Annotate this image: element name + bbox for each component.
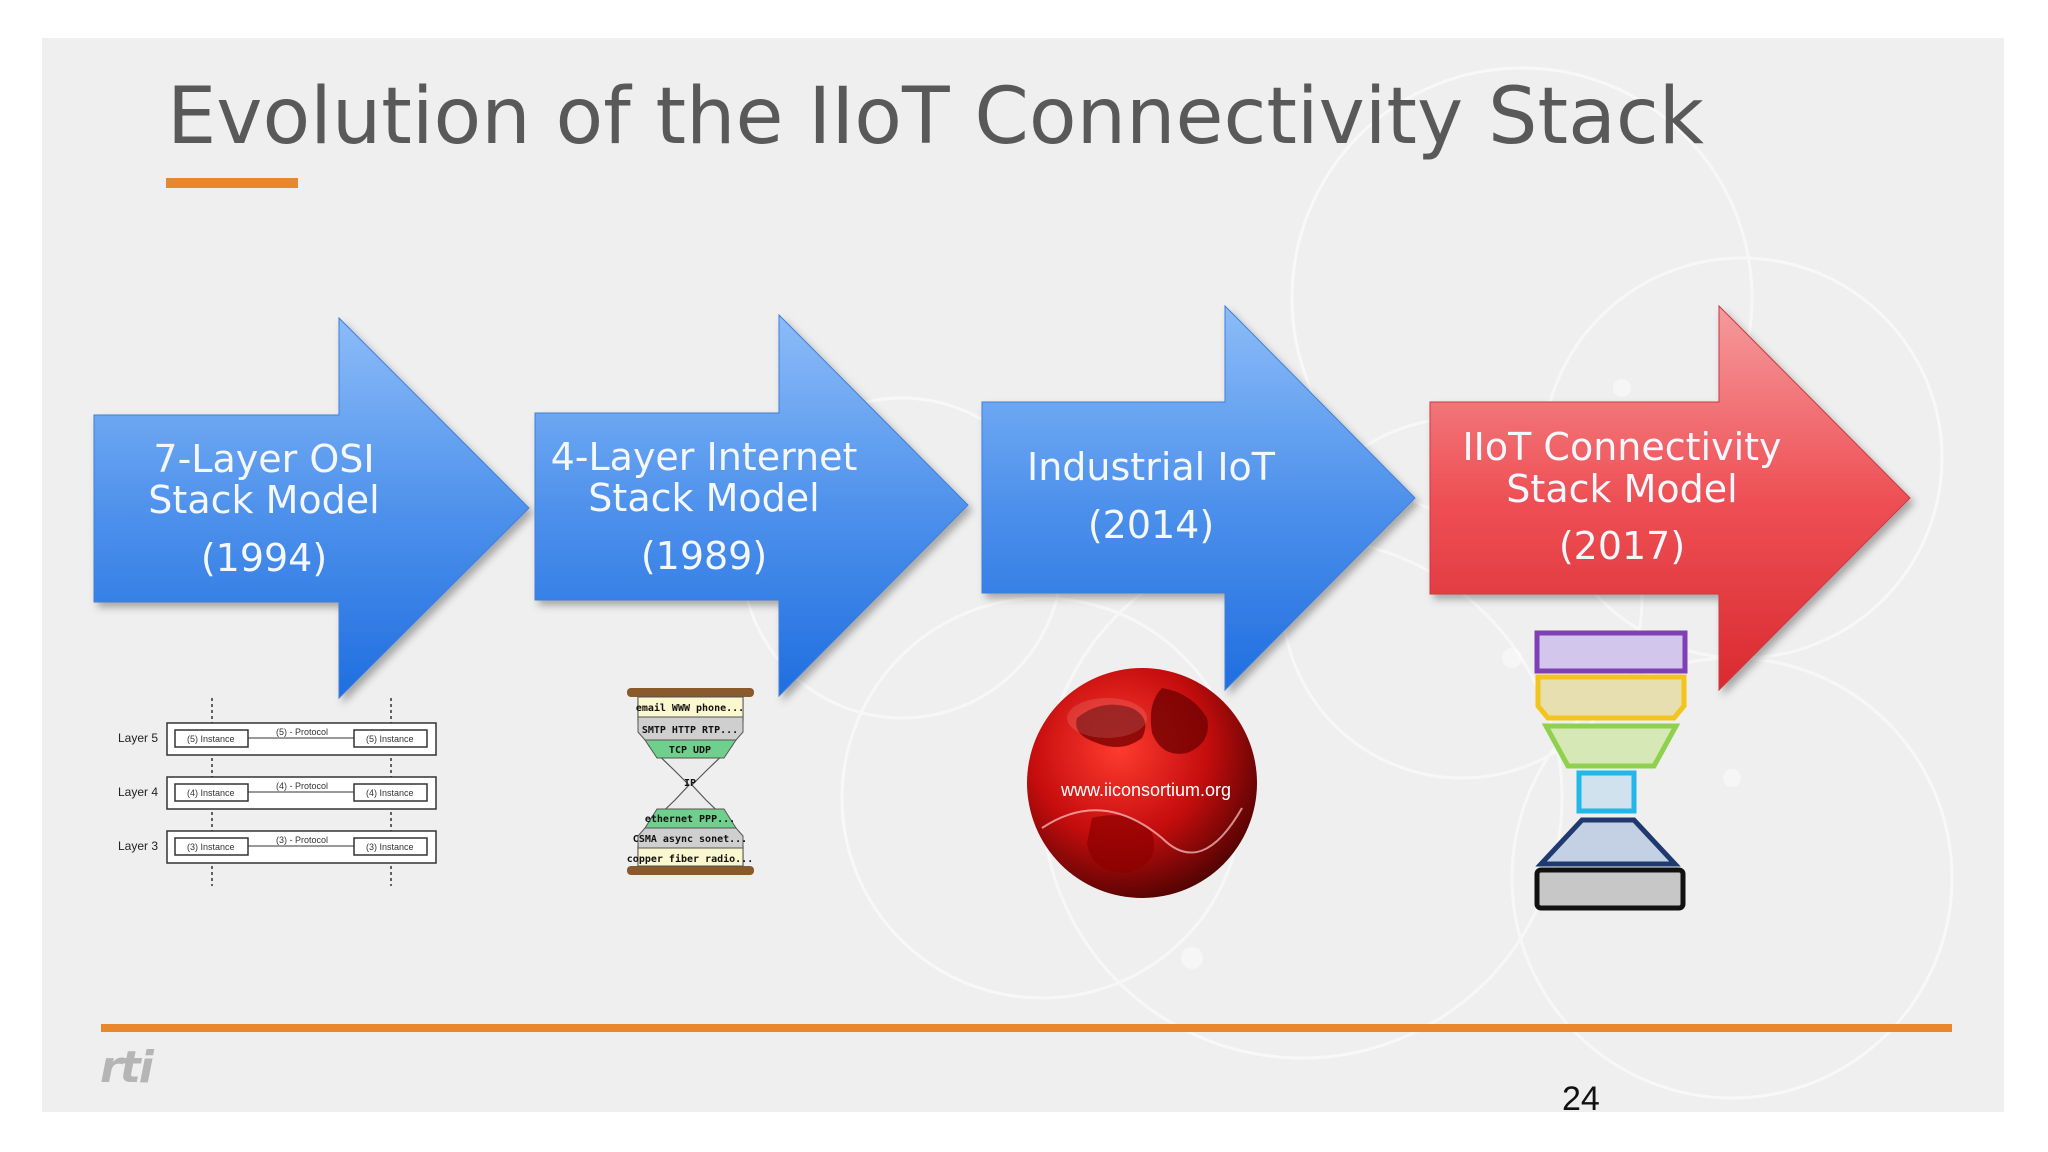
osi-layer-diagram: Layer 5 (5) Instance (5) - Protocol (5) …	[118, 698, 437, 886]
arrow-osi-line2: Stack Model	[148, 478, 379, 522]
osi-layer-label: Layer 4	[118, 785, 158, 799]
arrow-industrial-iot-line1: Industrial IoT	[1027, 445, 1276, 489]
arrow-internet	[534, 313, 969, 698]
osi-instance-left: (4) Instance	[187, 788, 235, 798]
internet-hourglass-diagram: email WWW phone... SMTP HTTP RTP... TCP …	[627, 688, 754, 875]
osi-layer-label: Layer 3	[118, 839, 158, 853]
osi-protocol: (3) - Protocol	[276, 835, 328, 845]
evolution-diagram: 7-Layer OSI Stack Model (1994) 4-Layer I…	[93, 304, 1911, 911]
globe-url: www.iiconsortium.org	[1060, 780, 1231, 800]
arrow-iiot-stack-line1: IIoT Connectivity	[1462, 425, 1781, 469]
arrow-osi	[93, 316, 530, 700]
osi-layer-label: Layer 5	[118, 731, 158, 745]
rti-logo: rti	[100, 1042, 154, 1093]
arrow-internet-line2: Stack Model	[588, 476, 819, 520]
osi-instance-right: (4) Instance	[366, 788, 414, 798]
arrow-internet-line1: 4-Layer Internet	[551, 435, 858, 479]
arrow-iiot-stack-year: (2017)	[1559, 524, 1685, 568]
title-underline	[166, 178, 298, 188]
page-number: 24	[1562, 1080, 1600, 1118]
arrow-internet-year: (1989)	[641, 534, 767, 578]
arrow-osi-line1: 7-Layer OSI	[153, 437, 374, 481]
arrow-iiot-stack-line2: Stack Model	[1506, 467, 1737, 511]
hourglass-row: SMTP HTTP RTP...	[642, 725, 738, 736]
osi-instance-left: (3) Instance	[187, 842, 235, 852]
slide-title: Evolution of the IIoT Connectivity Stack	[167, 72, 1704, 162]
osi-protocol: (4) - Protocol	[276, 781, 328, 791]
hourglass-row: IP	[684, 778, 696, 789]
arrow-osi-year: (1994)	[201, 536, 327, 580]
hourglass-row: email WWW phone...	[636, 702, 744, 714]
osi-instance-right: (5) Instance	[366, 734, 414, 744]
hourglass-row: TCP UDP	[669, 745, 711, 756]
arrow-industrial-iot	[981, 304, 1416, 692]
iic-globe-image: www.iiconsortium.org	[1027, 668, 1257, 898]
footer-divider	[101, 1024, 1952, 1032]
arrow-industrial-iot-year: (2014)	[1088, 503, 1214, 547]
osi-instance-left: (5) Instance	[187, 734, 235, 744]
arrow-iiot-stack	[1429, 304, 1911, 692]
iiot-stack-hourglass	[1534, 630, 1688, 911]
osi-instance-right: (3) Instance	[366, 842, 414, 852]
osi-protocol: (5) - Protocol	[276, 727, 328, 737]
hourglass-row: ethernet PPP...	[645, 814, 735, 825]
hourglass-row: CSMA async sonet...	[633, 834, 747, 845]
hourglass-row: copper fiber radio...	[627, 853, 753, 865]
slide: Evolution of the IIoT Connectivity Stack	[42, 38, 2004, 1112]
